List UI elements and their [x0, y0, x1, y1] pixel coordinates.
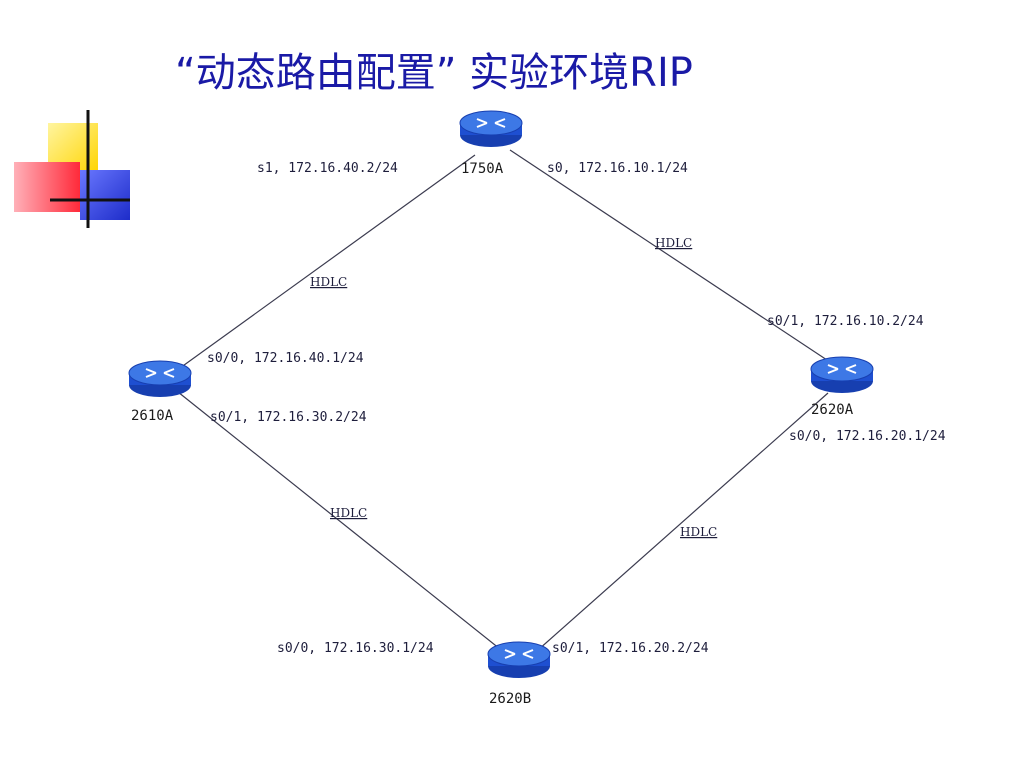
router-name-2610a: 2610A — [131, 408, 174, 424]
router-icon — [459, 110, 523, 148]
router-icon — [128, 360, 192, 398]
interface-label-2620a-s00: s0/0, 172.16.20.1/24 — [789, 429, 946, 444]
router-name-2620b: 2620B — [489, 691, 531, 707]
link-label-1750a-2610a: HDLC — [310, 275, 347, 289]
interface-label-2610a-s01: s0/1, 172.16.30.2/24 — [210, 410, 367, 425]
slide-title: “动态路由配置” 实验环境RIP — [175, 50, 693, 96]
link-2620a-2620b — [537, 392, 829, 651]
link-2610a-2620b — [177, 391, 506, 654]
decorative-corner-squares — [14, 110, 130, 228]
router-icon — [487, 641, 551, 679]
interface-label-2620b-s01: s0/1, 172.16.20.2/24 — [552, 641, 709, 656]
router-icon — [810, 356, 874, 394]
link-label-2620a-2620b: HDLC — [680, 525, 717, 539]
link-label-2610a-2620b: HDLC — [330, 506, 367, 520]
link-1750a-2610a — [179, 154, 476, 369]
interface-label-2620b-s00: s0/0, 172.16.30.1/24 — [277, 641, 434, 656]
router-name-2620a: 2620A — [811, 402, 854, 418]
router-name-1750a: 1750A — [461, 161, 504, 177]
red-square — [14, 162, 80, 212]
interface-label-1750a-s0: s0, 172.16.10.1/24 — [547, 161, 688, 176]
link-1750a-2620a — [509, 149, 831, 363]
interface-label-2620a-s01: s0/1, 172.16.10.2/24 — [767, 314, 924, 329]
interface-label-2610a-s00: s0/0, 172.16.40.1/24 — [207, 351, 364, 366]
interface-label-1750a-s1: s1, 172.16.40.2/24 — [257, 161, 398, 176]
link-label-1750a-2620a: HDLC — [655, 236, 692, 250]
